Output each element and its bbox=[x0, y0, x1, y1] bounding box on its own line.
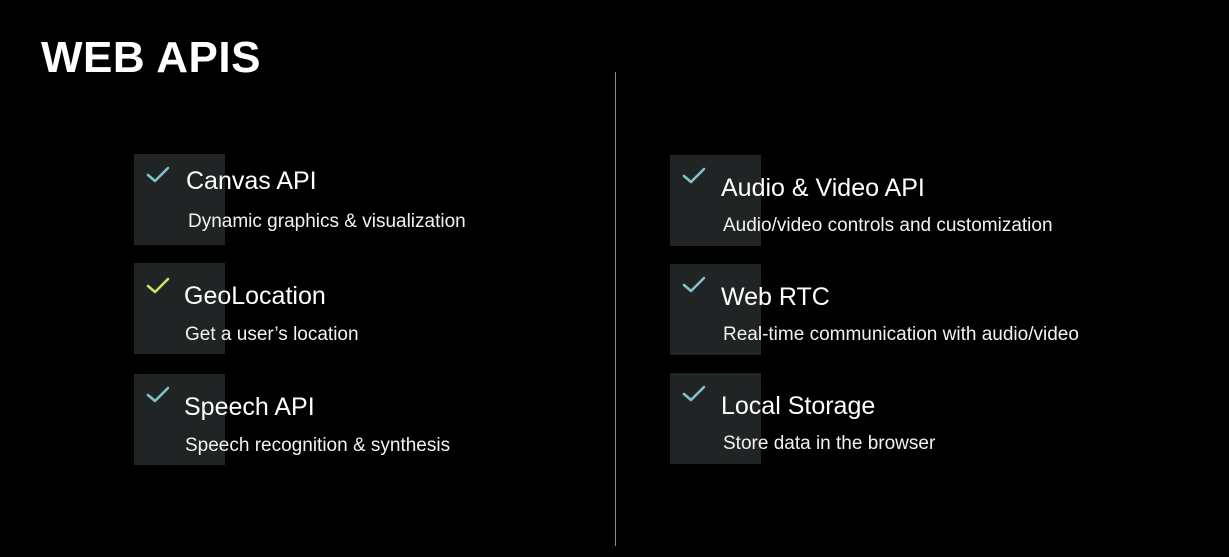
api-title: GeoLocation bbox=[184, 282, 326, 310]
api-title: Web RTC bbox=[721, 283, 830, 311]
api-title: Canvas API bbox=[186, 167, 317, 195]
check-box bbox=[134, 263, 225, 354]
api-title: Audio & Video API bbox=[721, 174, 925, 202]
api-title: Local Storage bbox=[721, 392, 876, 420]
check-icon bbox=[682, 385, 706, 403]
check-box bbox=[670, 373, 761, 464]
check-icon bbox=[146, 386, 170, 404]
api-title: Speech API bbox=[184, 393, 315, 421]
api-description: Audio/video controls and customization bbox=[723, 215, 1053, 236]
check-box bbox=[670, 155, 761, 246]
api-description: Store data in the browser bbox=[723, 433, 936, 454]
api-item-web-rtc: Web RTC Real-time communication with aud… bbox=[670, 264, 1130, 356]
api-description: Dynamic graphics & visualization bbox=[188, 211, 466, 232]
api-description: Get a user’s location bbox=[185, 324, 359, 345]
check-box bbox=[134, 154, 225, 245]
check-icon bbox=[146, 277, 170, 295]
api-description: Speech recognition & synthesis bbox=[185, 435, 451, 456]
check-box bbox=[134, 374, 225, 465]
check-box bbox=[670, 264, 761, 355]
check-icon bbox=[682, 276, 706, 294]
slide-title: WEB APIS bbox=[41, 33, 261, 82]
api-item-canvas: Canvas API Dynamic graphics & visualizat… bbox=[134, 154, 594, 246]
check-icon bbox=[682, 167, 706, 185]
api-item-local-storage: Local Storage Store data in the browser bbox=[670, 373, 1130, 465]
check-icon bbox=[146, 166, 170, 184]
api-item-audio-video: Audio & Video API Audio/video controls a… bbox=[670, 155, 1130, 247]
api-item-speech: Speech API Speech recognition & synthesi… bbox=[134, 374, 594, 466]
api-item-geolocation: GeoLocation Get a user’s location bbox=[134, 263, 594, 355]
column-divider bbox=[615, 72, 616, 546]
api-description: Real-time communication with audio/video bbox=[723, 324, 1079, 345]
